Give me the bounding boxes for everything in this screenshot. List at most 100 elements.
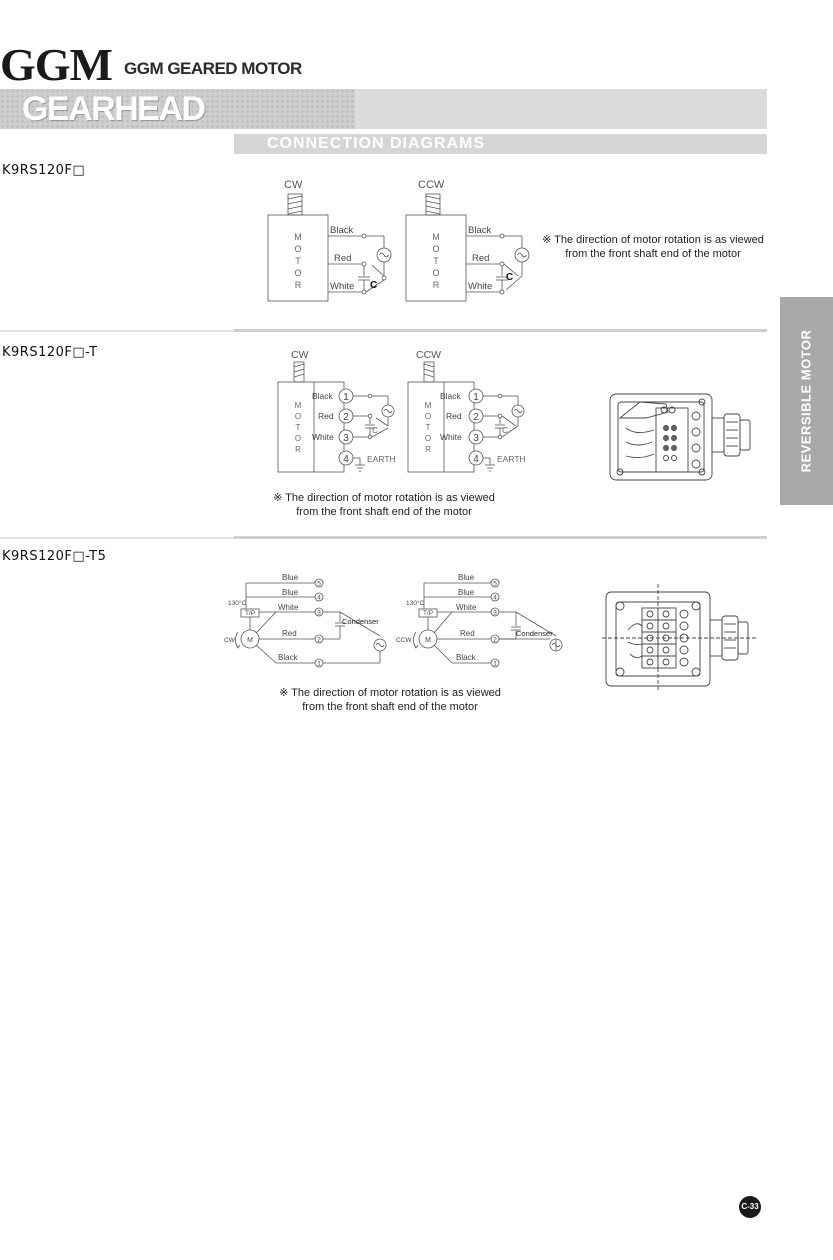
wire-label-red: Red <box>334 253 351 264</box>
wire-label-red: Red <box>460 629 475 638</box>
wire-label-white: White <box>456 603 477 612</box>
wire-label-white: White <box>312 432 334 442</box>
motor-letter: R <box>295 445 301 454</box>
model-label-1: K9RS120F□ <box>2 163 86 178</box>
terminal-number: 4 <box>473 454 479 465</box>
motor-letter: O <box>425 412 431 421</box>
model-label-3: K9RS120F□-T5 <box>2 549 107 564</box>
side-tab-label: REVERSIBLE MOTOR <box>798 329 814 473</box>
motor-box-ccw <box>407 381 475 473</box>
ccw-label: CCW <box>418 179 445 191</box>
model-label-2: K9RS120F□-T <box>2 345 98 360</box>
capacitor-label: C <box>370 280 377 291</box>
terminal-box-drawing-1 <box>609 393 751 481</box>
motor-symbol: M <box>425 637 431 644</box>
terminal-box-drawing-2 <box>602 584 756 690</box>
wire-label-blue: Blue <box>282 573 299 582</box>
cw-label: CW <box>284 179 303 191</box>
motor-letter: O <box>294 244 301 254</box>
terminal-number: 3 <box>343 433 349 444</box>
cw-label: CW <box>224 637 236 644</box>
terminal-number: 5 <box>317 581 321 588</box>
wire-label-black: Black <box>312 391 334 401</box>
terminal-number: 2 <box>493 637 497 644</box>
wire-label-black: Black <box>468 225 491 236</box>
terminal-number: 2 <box>343 412 349 423</box>
terminal-number: 1 <box>493 661 497 668</box>
wire-label-white: White <box>278 603 299 612</box>
earth-label: EARTH <box>367 454 396 464</box>
section-bar-pattern <box>0 89 355 129</box>
brand-logo: GGM <box>0 39 113 90</box>
wire-label-black: Black <box>440 391 462 401</box>
subsection-bar <box>234 134 767 154</box>
motor-symbol: M <box>247 637 253 644</box>
shaft-cw <box>287 193 303 216</box>
wire-label-white: White <box>330 281 354 292</box>
page-number-badge: C-33 <box>739 1196 761 1218</box>
capacitor-label: C <box>502 425 508 435</box>
motor-letter: T <box>426 423 431 432</box>
terminal-number: 1 <box>473 392 479 403</box>
terminal-number: 5 <box>493 581 497 588</box>
wire-label-blue: Blue <box>458 588 475 597</box>
rotation-note-3: ※ The direction of motor rotation is as … <box>279 687 501 713</box>
motor-letter: R <box>295 280 302 290</box>
terminal-number: 2 <box>317 637 321 644</box>
motor-box-cw <box>277 381 345 473</box>
temperature-label: 130°C <box>406 599 424 607</box>
motor-letter: T <box>296 423 301 432</box>
thermal-protector-label: T/P <box>423 610 433 617</box>
wire-label-red: Red <box>472 253 489 264</box>
motor-letter: O <box>432 244 439 254</box>
terminal-number: 4 <box>317 595 321 602</box>
subsection-title: CONNECTION DIAGRAMS <box>267 135 486 152</box>
brand-subtitle: GGM GEARED MOTOR <box>124 59 302 78</box>
divider <box>234 329 767 332</box>
wire-label-red: Red <box>446 411 462 421</box>
motor-letter: T <box>295 256 301 266</box>
wire-label-blue: Blue <box>282 588 299 597</box>
thermal-protector-label: T/P <box>245 610 255 617</box>
motor-letter: O <box>295 412 301 421</box>
motor-letter: O <box>294 268 301 278</box>
motor-letter: R <box>433 280 440 290</box>
wire-label-red: Red <box>318 411 334 421</box>
ccw-label: CCW <box>396 637 412 644</box>
motor-letter: R <box>425 445 431 454</box>
wire-label-black: Black <box>278 653 299 662</box>
terminal-number: 1 <box>343 392 349 403</box>
shaft-ccw <box>425 193 441 216</box>
divider <box>234 536 767 539</box>
section-title: GEARHEAD <box>22 90 206 128</box>
rotation-note-2: ※ The direction of motor rotation is as … <box>273 492 495 518</box>
condenser-label: Condenser <box>342 617 379 626</box>
motor-letter: T <box>433 256 439 266</box>
wire-label-white: White <box>468 281 492 292</box>
motor-letter: M <box>295 401 302 410</box>
motor-letter: M <box>432 232 440 242</box>
connection-diagram-2: CW CCW M O T O R M O T O R Black Red Whi… <box>277 349 526 473</box>
earth-label: EARTH <box>497 454 526 464</box>
motor-letter: O <box>295 434 301 443</box>
terminal-number: 3 <box>493 610 497 617</box>
terminal-number: 1 <box>317 661 321 668</box>
terminal-number: 4 <box>343 454 349 465</box>
temperature-label: 130°C <box>228 599 246 607</box>
divider <box>0 537 234 539</box>
motor-letter: M <box>294 232 302 242</box>
terminal-number: 3 <box>317 610 321 617</box>
side-tab <box>780 297 833 505</box>
wire-label-black: Black <box>330 225 353 236</box>
cw-label: CW <box>291 349 309 361</box>
wire-label-white: White <box>440 432 462 442</box>
terminal-number: 2 <box>473 412 479 423</box>
terminal-number: 3 <box>473 433 479 444</box>
condenser-label: Condenser <box>516 629 553 638</box>
capacitor-label: C <box>506 272 513 283</box>
connection-diagram-1: CW CCW M O T O R M O T O R Black Red Whi… <box>267 179 530 302</box>
motor-letter: M <box>425 401 432 410</box>
connection-diagram-3: CW CCW M M 130°C 130°C T/P T/P Blue Blue… <box>224 573 563 668</box>
ccw-label: CCW <box>416 349 441 361</box>
capacitor-label: C <box>372 425 378 435</box>
